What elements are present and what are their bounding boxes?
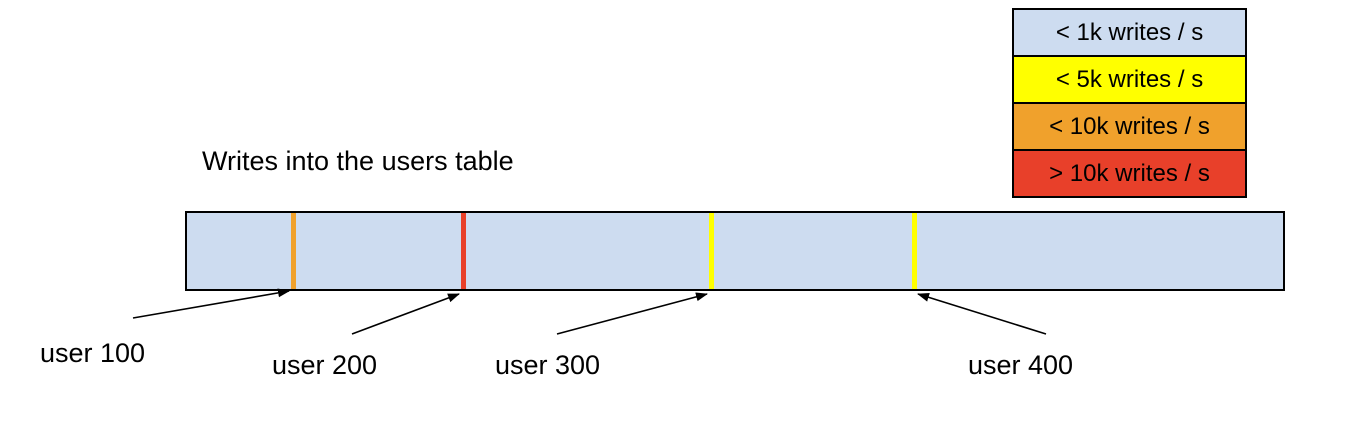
label-user-300: user 300 xyxy=(495,350,601,380)
diagram-title: Writes into the users table xyxy=(202,146,514,176)
label-user-400: user 400 xyxy=(968,350,1074,380)
shard-marker-user-200 xyxy=(461,213,466,289)
legend-item-1: < 5k writes / s xyxy=(1014,55,1245,102)
label-user-100: user 100 xyxy=(40,338,146,368)
legend-item-2: < 10k writes / s xyxy=(1014,102,1245,149)
legend: < 1k writes / s< 5k writes / s< 10k writ… xyxy=(1012,8,1247,198)
legend-item-3: > 10k writes / s xyxy=(1014,149,1245,196)
shard-marker-user-100 xyxy=(291,213,296,289)
shard-marker-user-400 xyxy=(912,213,917,289)
users-table-bar xyxy=(185,211,1285,291)
label-user-200: user 200 xyxy=(272,350,378,380)
shard-marker-user-300 xyxy=(709,213,714,289)
legend-item-0: < 1k writes / s xyxy=(1014,10,1245,55)
